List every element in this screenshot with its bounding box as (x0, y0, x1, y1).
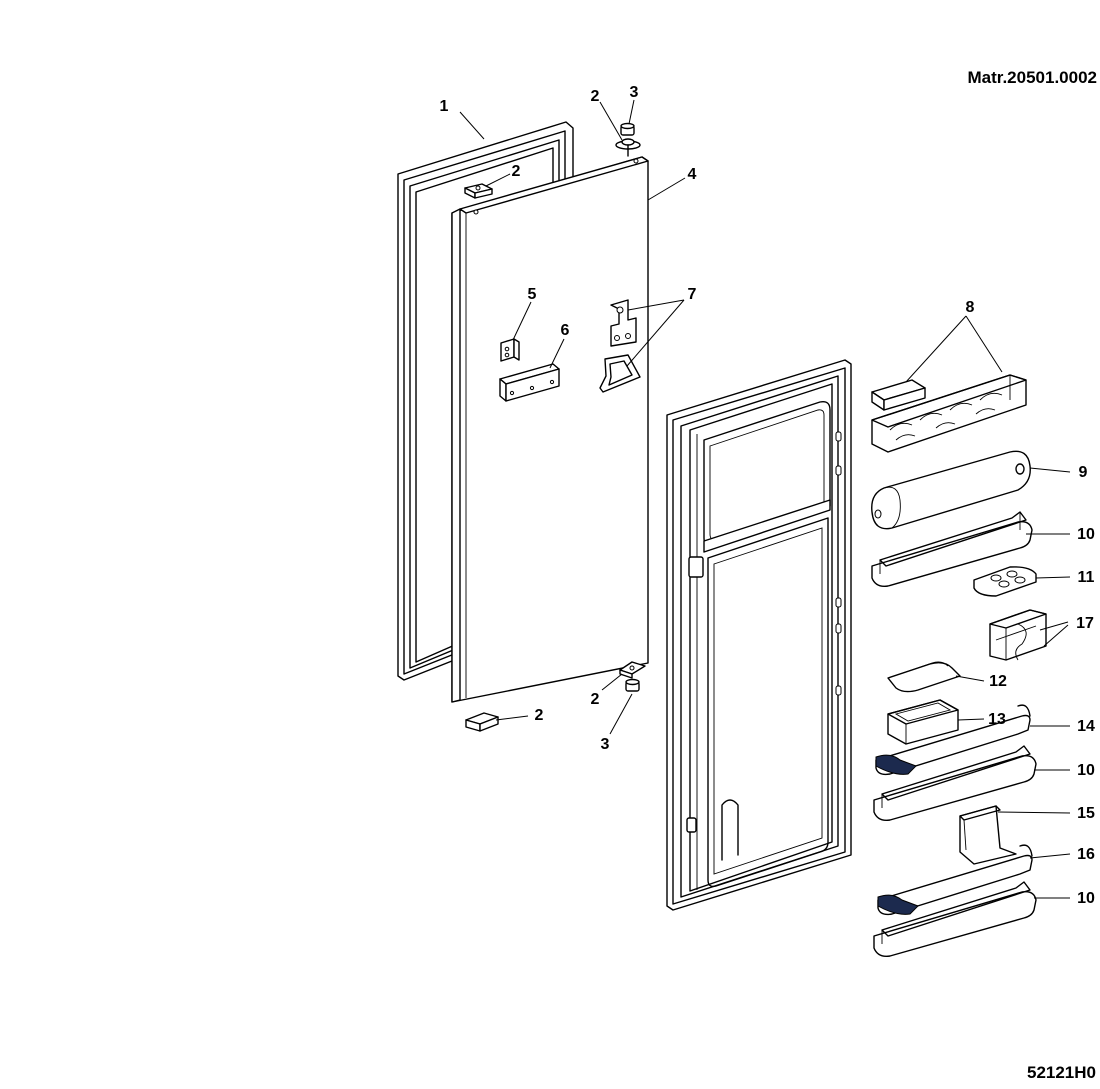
matr-code: Matr.20501.0002 (968, 68, 1098, 87)
part-2-hinge-pivot-bottom-left (465, 712, 499, 732)
part-2-hinge-pivot-top-right (615, 138, 641, 157)
part-14-shelf-rail (875, 704, 1031, 776)
callout-8: 8 (966, 299, 975, 316)
part-9-dairy-cover (871, 450, 1031, 530)
part-15-bottle-clip (959, 805, 1017, 865)
callout-9: 9 (1079, 464, 1088, 481)
callout-2: 2 (512, 163, 521, 180)
part-4-inner-panel (451, 156, 649, 703)
part-5-bracket (500, 338, 520, 362)
callout-10: 10 (1077, 526, 1095, 543)
callout-3: 3 (601, 736, 610, 753)
part-2-hinge-pivot-top-left (464, 183, 493, 199)
part-17-bottle-stop (989, 609, 1047, 661)
callout-labels: 1 2 2 3 4 5 6 7 8 9 10 11 17 12 13 14 10… (440, 84, 1095, 907)
callout-2: 2 (591, 691, 600, 708)
callout-2: 2 (535, 707, 544, 724)
leader-lines (459, 99, 1071, 899)
part-3-pivot-cap-bottom (625, 678, 640, 692)
part-7-seal-frame (599, 354, 641, 393)
callout-7: 7 (688, 286, 697, 303)
part-8-egg-tray (871, 374, 1027, 453)
part-6-handle-bar (499, 363, 560, 402)
callout-13: 13 (988, 711, 1006, 728)
callout-4: 4 (688, 166, 697, 183)
part-16-shelf-rail (877, 844, 1033, 916)
callout-1: 1 (440, 98, 449, 115)
callout-10: 10 (1077, 890, 1095, 907)
callout-17: 17 (1076, 615, 1094, 632)
callout-3: 3 (630, 84, 639, 101)
part-10-shelf-middle (873, 745, 1037, 822)
part-8-egg-tray-lid (871, 379, 926, 411)
drawing-code: 52121H0 (1027, 1063, 1096, 1082)
part-3-pivot-cap-top (620, 122, 635, 136)
part-10-shelf-top (871, 511, 1033, 588)
callout-11: 11 (1078, 569, 1095, 586)
callout-5: 5 (528, 286, 537, 303)
part-13-butter-box (887, 699, 959, 745)
part-12-butter-lid (887, 661, 961, 693)
callout-12: 12 (989, 673, 1007, 690)
callout-16: 16 (1077, 846, 1095, 863)
callout-15: 15 (1077, 805, 1095, 822)
part-10-shelf-bottom (873, 881, 1037, 958)
part-11-egg-holder (973, 566, 1037, 597)
callout-2: 2 (591, 88, 600, 105)
part-2-hinge-pivot-bottom-right (619, 661, 646, 679)
callout-6: 6 (561, 322, 570, 339)
callout-14: 14 (1077, 718, 1095, 735)
callout-10: 10 (1077, 762, 1095, 779)
main-door-inner-liner (666, 359, 852, 911)
